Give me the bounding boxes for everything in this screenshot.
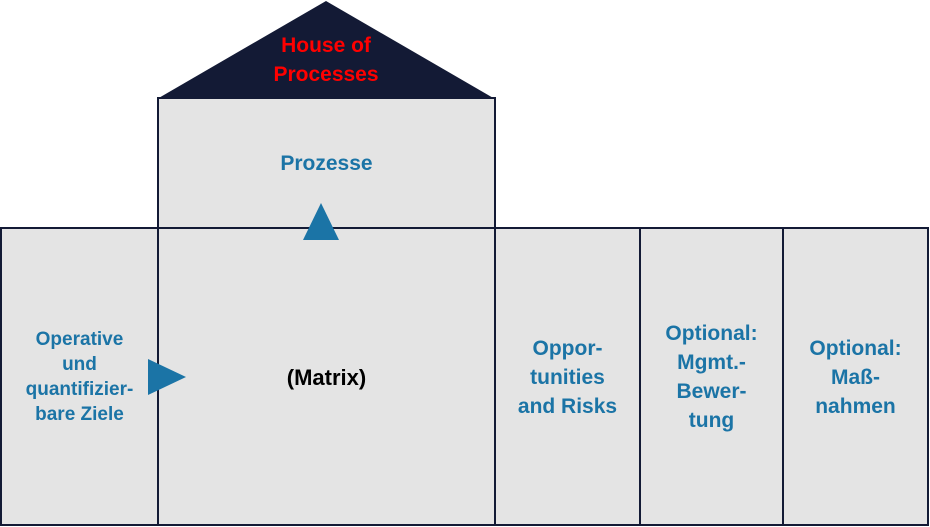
measures-column <box>782 227 929 526</box>
process-box <box>157 97 496 230</box>
matrix-label: (Matrix) <box>286 365 367 390</box>
roof-title: House of Processes <box>273 34 379 86</box>
opportunities-risks-label: Oppor- tunities and Risks <box>517 337 618 418</box>
right-arrow-icon <box>148 359 186 395</box>
goals-box <box>0 227 159 526</box>
measures-label: Optional: Maß- nahmen <box>809 337 902 418</box>
up-arrow-icon <box>303 203 339 240</box>
management-evaluation-label: Optional: Mgmt.- Bewer- tung <box>665 322 758 432</box>
process-label: Prozesse <box>280 151 373 175</box>
goals-label: Operative und quantifizier- bare Ziele <box>25 329 134 425</box>
